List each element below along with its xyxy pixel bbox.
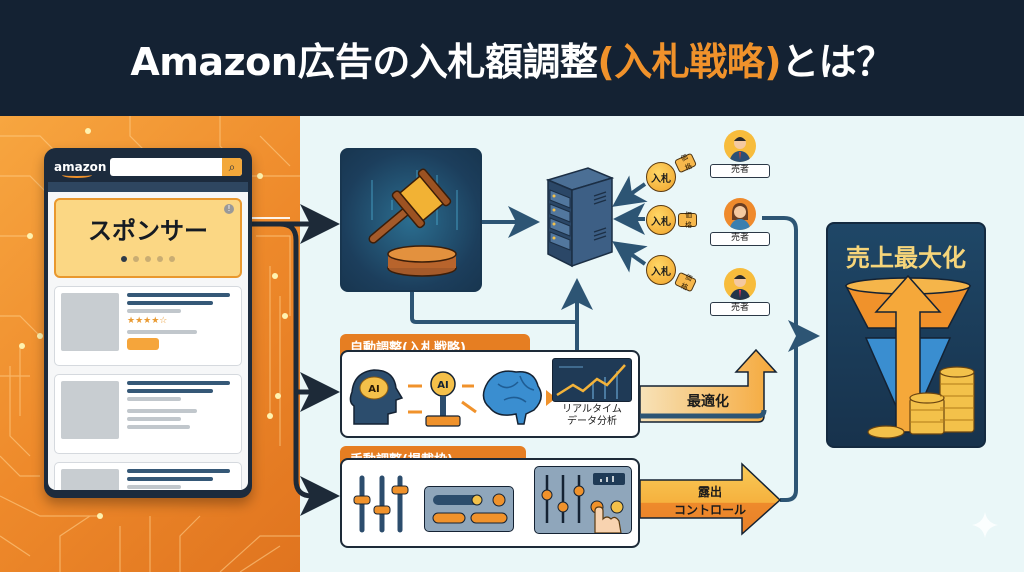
sparkle-icon <box>972 512 998 538</box>
title-banner: Amazon広告の入札額調整(入札戦略)とは？ <box>0 0 1024 116</box>
caption-line-2: データ分析 <box>567 416 617 427</box>
title-accent: (入札戦略) <box>597 39 782 84</box>
sponsored-banner[interactable]: ! スポンサー <box>54 198 242 278</box>
seller-avatar-male <box>724 268 756 300</box>
optimize-arrow: 最適化 <box>640 348 778 423</box>
arrow-loop-to-server <box>410 278 593 324</box>
sponsored-label: スポンサー <box>88 216 208 245</box>
product-title-line <box>127 301 214 305</box>
price-tag: 価格 <box>678 211 697 229</box>
search-icon[interactable]: ⌕ <box>222 158 242 176</box>
product-text-line <box>127 417 181 421</box>
sales-maximization-panel: 売上最大化 <box>826 222 986 448</box>
carousel-dot[interactable] <box>145 255 151 262</box>
toggle-controls-icon <box>424 486 514 532</box>
exposure-label-1: 露出 <box>698 484 722 499</box>
product-title-line <box>127 381 230 385</box>
arrow-to-auto <box>279 221 340 412</box>
result-title: 売上最大化 <box>846 244 966 272</box>
seller-label: 売者 <box>710 302 770 316</box>
arrow-bid-1 <box>612 175 648 207</box>
optimize-label: 最適化 <box>687 393 729 410</box>
product-title-line <box>127 477 214 481</box>
bid-coin: 入札 <box>646 205 676 235</box>
seller-label: 売者 <box>710 164 770 178</box>
search-input[interactable]: ⌕ <box>110 158 242 176</box>
phone-branch-arrows <box>244 204 340 516</box>
ai-head-icon: AI <box>349 369 404 425</box>
svg-text:AI: AI <box>437 380 448 391</box>
realtime-chart-icon <box>552 358 632 402</box>
arrow-bid-3 <box>612 241 648 273</box>
product-title-line <box>127 469 230 473</box>
server-icon <box>540 162 616 268</box>
hand-cursor-icon <box>594 506 622 534</box>
manual-to-result-line <box>780 342 798 502</box>
product-image <box>61 293 119 351</box>
bidder-row: 入札 価格 <box>646 205 697 235</box>
phone-mockup: amazon ⌕ ! スポンサー ★★★★☆ <box>44 148 252 498</box>
auction-box <box>340 148 482 292</box>
product-image <box>61 469 119 490</box>
product-card[interactable] <box>54 374 242 454</box>
manual-adjust-panel <box>340 458 640 548</box>
product-card[interactable] <box>54 462 242 490</box>
brain-icon <box>482 370 542 425</box>
phone-subnav <box>48 182 248 192</box>
mixer-console-icon <box>534 466 632 534</box>
product-text-line <box>127 330 198 334</box>
product-title-line <box>127 293 230 297</box>
carousel-dot[interactable] <box>121 255 127 262</box>
seller: 売者 <box>710 268 770 316</box>
seller-avatar-female <box>724 198 756 230</box>
gavel-icon <box>368 168 458 277</box>
funnel-coins-icon <box>844 274 975 439</box>
auto-adjust-panel: AI AI リアルタイム データ分析 <box>340 350 640 438</box>
exposure-control-arrow: 露出 コントロール <box>640 462 782 536</box>
phone-content: ! スポンサー ★★★★☆ <box>48 192 248 490</box>
seller-label: 売者 <box>710 232 770 246</box>
product-text-line <box>127 425 190 429</box>
title-suffix: とは？ <box>781 39 894 84</box>
bid-coin: 入札 <box>646 162 676 192</box>
carousel-dot[interactable] <box>133 255 139 262</box>
carousel-dot[interactable] <box>157 255 163 262</box>
ai-flow-icons: AI AI <box>349 369 556 427</box>
product-card[interactable]: ★★★★☆ <box>54 286 242 366</box>
seller-to-result-line <box>762 216 798 328</box>
coin-stacks <box>867 366 975 439</box>
amazon-logo: amazon <box>54 160 110 178</box>
realtime-caption: リアルタイム データ分析 <box>552 404 632 428</box>
seller: 売者 <box>710 130 770 178</box>
slider-icon <box>353 475 409 533</box>
bid-coin: 入札 <box>646 255 676 285</box>
info-icon[interactable]: ! <box>224 204 234 214</box>
carousel-dot[interactable] <box>169 255 175 262</box>
caption-line-1: リアルタイム <box>562 404 622 415</box>
product-text-line <box>127 485 181 489</box>
product-text-line <box>127 309 181 313</box>
svg-text:AI: AI <box>368 384 379 395</box>
rating-stars: ★★★★☆ <box>127 316 168 326</box>
product-title-line <box>127 389 214 393</box>
phone-header: amazon ⌕ <box>48 152 248 182</box>
seller: 売者 <box>710 198 770 246</box>
carousel-dots <box>121 255 175 262</box>
bidder-row: 入札 価格 <box>646 152 698 192</box>
ai-node-icon: AI <box>425 371 461 427</box>
seller-avatar-male <box>724 130 756 162</box>
arrow-to-manual <box>293 380 340 516</box>
bidder-row: 入札 価格 <box>646 255 698 293</box>
buy-button[interactable] <box>127 338 159 350</box>
product-text-line <box>127 397 181 401</box>
title-main: Amazon広告の入札額調整 <box>130 39 598 84</box>
product-text-line <box>127 409 198 413</box>
exposure-label-2: コントロール <box>674 503 746 517</box>
page-title: Amazon広告の入札額調整(入札戦略)とは？ <box>130 31 894 86</box>
arrow-to-result <box>787 320 820 353</box>
product-image <box>61 381 119 439</box>
